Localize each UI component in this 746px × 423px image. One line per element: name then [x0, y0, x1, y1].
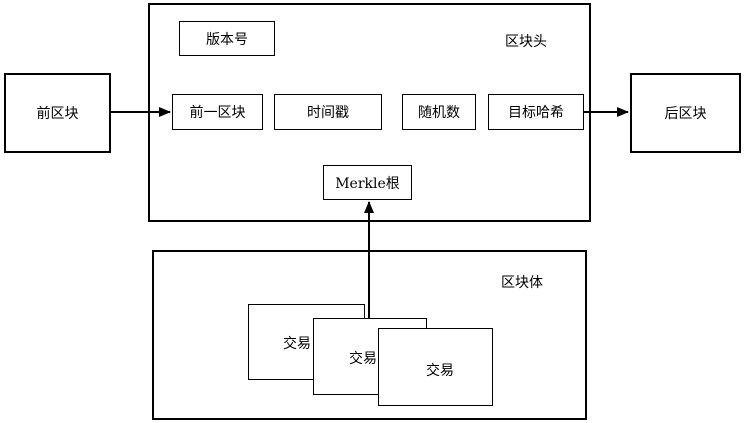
transaction-label: 交易	[283, 336, 311, 352]
transaction-label: 交易	[349, 351, 377, 367]
target-hash-field: 目标哈希	[488, 94, 584, 130]
next-block-node: 后区块	[630, 73, 741, 153]
block-body-title: 区块体	[501, 275, 543, 291]
transaction-label: 交易	[426, 363, 454, 379]
timestamp-field: 时间戳	[274, 94, 382, 130]
version-field: 版本号	[179, 21, 275, 56]
merkle-root-field: Merkle根	[323, 165, 412, 200]
transaction-card	[378, 328, 493, 406]
prev-block-node: 前区块	[4, 73, 111, 153]
nonce-field: 随机数	[402, 94, 476, 130]
prev-hash-field: 前一区块	[172, 94, 263, 130]
block-header-title: 区块头	[505, 34, 547, 50]
